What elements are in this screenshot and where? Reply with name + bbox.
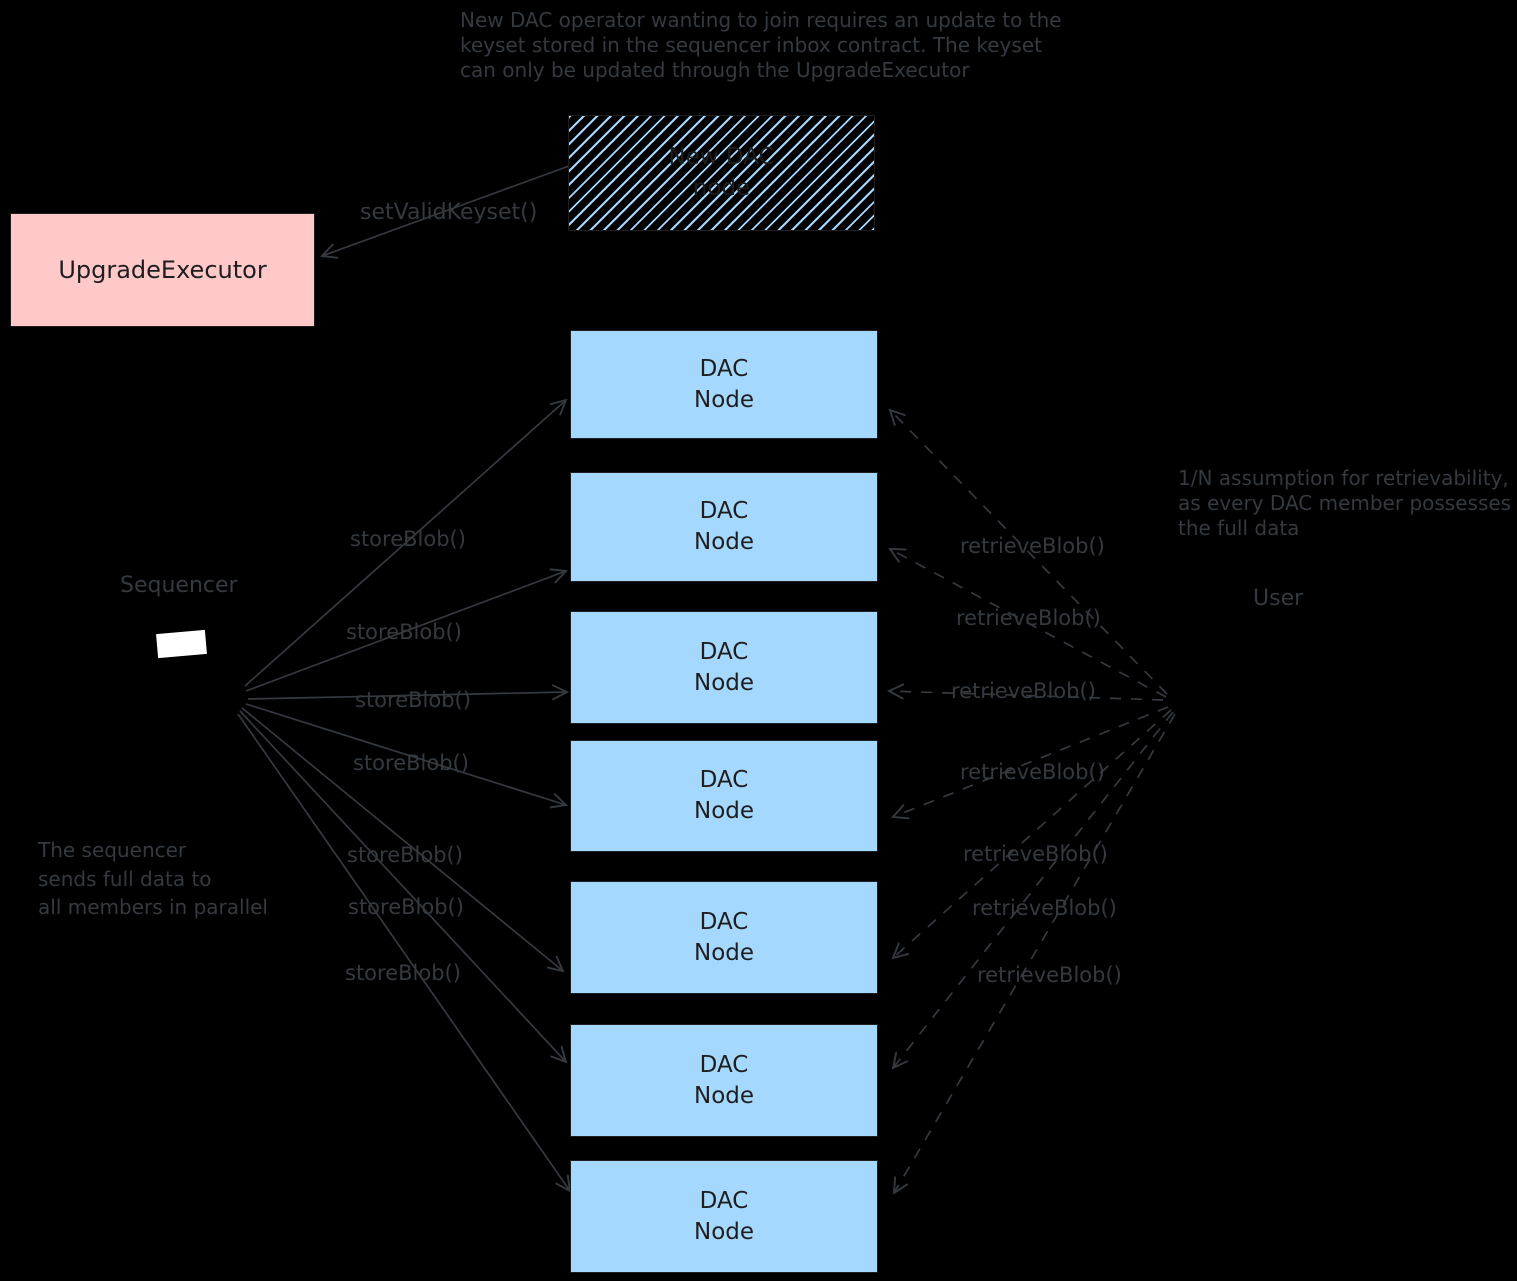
retrievability-note: 1/N assumption for retrievability, as ev… (1178, 466, 1512, 540)
store-arrow-4 (245, 703, 569, 809)
retrieve-blob-label-4: retrieveBlob() (960, 760, 1105, 784)
store-blob-label-6: storeBlob() (348, 895, 464, 919)
dac-node-box-4: DAC Node (570, 740, 878, 852)
store-arrow-1 (244, 398, 568, 687)
store-blob-label-1: storeBlob() (350, 527, 466, 551)
store-arrow-3 (247, 684, 570, 701)
retrieve-blob-label-5: retrieveBlob() (963, 842, 1108, 866)
store-arrow-5 (241, 707, 565, 973)
dac-node-box-3: DAC Node (570, 611, 878, 724)
retrieve-blob-label-3: retrieveBlob() (951, 679, 1096, 703)
user-label: User (1253, 586, 1304, 611)
dac-node-box-6: DAC Node (570, 1024, 878, 1137)
store-arrow-6 (239, 710, 568, 1064)
dac-node-box-2: DAC Node (570, 472, 878, 582)
store-blob-label-3: storeBlob() (355, 688, 471, 712)
retrieve-arrow-2 (888, 547, 1167, 698)
store-arrow-7 (237, 713, 572, 1193)
store-blob-label-4: storeBlob() (353, 751, 469, 775)
retrieve-arrow-4 (891, 706, 1169, 820)
sequencer-shape (156, 629, 207, 659)
retrieve-blob-label-7: retrieveBlob() (977, 963, 1122, 987)
dac-node-box-5: DAC Node (570, 881, 878, 994)
dac-node-box-1: DAC Node (570, 330, 878, 439)
new-dac-node-box: New DAC node (568, 115, 875, 231)
retrieve-arrow-1 (888, 408, 1168, 695)
store-arrow-2 (245, 568, 568, 692)
retrieve-arrow-7 (892, 713, 1176, 1195)
upgrade-executor-box: UpgradeExecutor (10, 213, 315, 327)
store-blob-label-7: storeBlob() (345, 961, 461, 985)
dac-node-box-7: DAC Node (570, 1160, 878, 1273)
retrieve-blob-label-1: retrieveBlob() (960, 534, 1105, 558)
retrieve-blob-label-2: retrieveBlob() (956, 606, 1101, 630)
store-blob-label-2: storeBlob() (346, 620, 462, 644)
sequencer-note: The sequencer sends full data to all mem… (38, 838, 268, 919)
retrieve-blob-label-6: retrieveBlob() (972, 896, 1117, 920)
set-valid-keyset-label: setValidKeyset() (360, 200, 538, 225)
sequencer-label: Sequencer (120, 573, 238, 598)
set-valid-keyset-arrow (320, 165, 570, 259)
retrieve-arrow-3 (886, 683, 1164, 701)
top-note: New DAC operator wanting to join require… (460, 8, 1062, 82)
store-blob-label-5: storeBlob() (347, 843, 463, 867)
